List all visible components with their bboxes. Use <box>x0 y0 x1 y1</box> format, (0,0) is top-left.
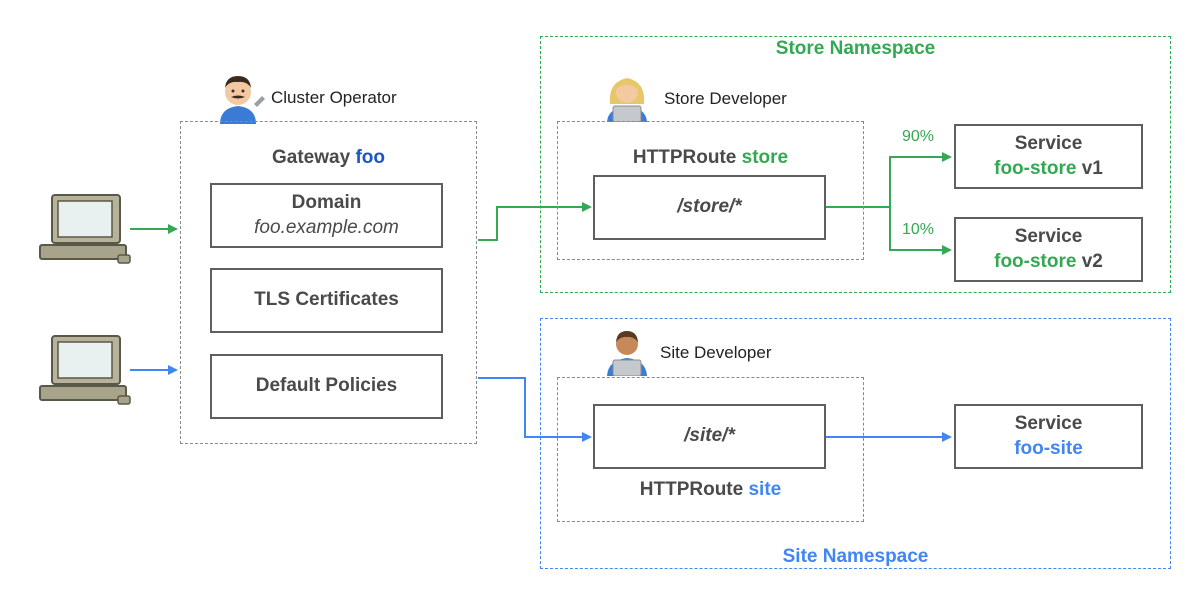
store-path-box: /store/* <box>593 175 826 240</box>
site-namespace <box>540 318 1171 569</box>
cluster-operator-label: Cluster Operator <box>271 88 397 107</box>
site-httproute-container <box>557 377 864 522</box>
tls-certificates-label: TLS Certificates <box>254 289 399 311</box>
gateway-container <box>180 121 477 444</box>
store-httproute-container <box>557 121 864 260</box>
default-policies-box: Default Policies <box>210 354 443 419</box>
computer-icon <box>39 194 131 264</box>
cluster-operator-avatar-icon <box>220 76 265 124</box>
site-path-box: /site/* <box>593 404 826 469</box>
store-to-v1-arrow <box>826 152 952 208</box>
computer-icon <box>39 335 131 405</box>
service-v2-version: v2 <box>1081 250 1103 272</box>
store-namespace-title: Store Namespace <box>775 38 936 59</box>
site-httproute-title: HTTPRoute site <box>557 479 864 501</box>
service-v2-label: Service <box>1014 225 1083 247</box>
store-developer-avatar-icon <box>607 78 647 122</box>
domain-box: Domain foo.example.com <box>210 183 443 248</box>
site-namespace-title: Site Namespace <box>782 546 929 567</box>
gateway-name: foo <box>355 147 385 168</box>
store-httproute-name: store <box>741 147 789 168</box>
service-foo-store-v1: Service foo-store v1 <box>954 124 1143 189</box>
service-v1-version: v1 <box>1081 157 1103 179</box>
tls-certificates-box: TLS Certificates <box>210 268 443 333</box>
gateway-prefix: Gateway <box>272 147 351 168</box>
service-foo-site: Service foo-site <box>954 404 1143 469</box>
site-developer-avatar-icon <box>607 331 647 376</box>
site-developer-label: Site Developer <box>660 343 772 362</box>
gateway-to-store-route-arrow <box>478 202 592 241</box>
store-developer-label: Store Developer <box>664 89 787 108</box>
service-v1-name: foo-store <box>994 157 1077 179</box>
service-v1-label: Service <box>1014 132 1083 154</box>
site-httproute-prefix: HTTPRoute <box>639 479 744 500</box>
site-httproute-name: site <box>748 479 782 500</box>
service-site-name: foo-site <box>1014 437 1083 459</box>
default-policies-label: Default Policies <box>255 375 398 397</box>
store-to-v2-arrow <box>889 207 952 255</box>
service-site-label: Service <box>1014 412 1083 434</box>
domain-title: Domain <box>291 191 362 213</box>
store-httproute-title: HTTPRoute store <box>557 147 864 169</box>
split-v1-percent: 90% <box>902 128 935 145</box>
store-namespace <box>540 36 1171 293</box>
domain-value: foo.example.com <box>254 216 399 238</box>
service-foo-store-v2: Service foo-store v2 <box>954 217 1143 282</box>
service-v2-name: foo-store <box>994 250 1077 272</box>
site-path: /site/* <box>684 425 735 447</box>
gateway-title: Gateway foo <box>180 147 477 169</box>
store-httproute-prefix: HTTPRoute <box>632 147 737 168</box>
store-path: /store/* <box>677 196 742 218</box>
split-v2-percent: 10% <box>902 221 935 238</box>
